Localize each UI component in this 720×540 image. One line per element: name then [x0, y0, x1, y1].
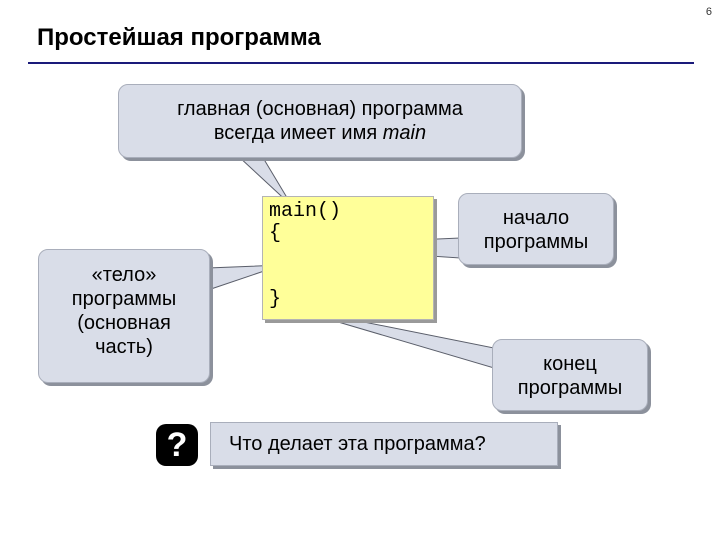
question-box: Что делает эта программа? [210, 422, 558, 466]
program-end-line: программы [517, 377, 623, 399]
program-body-callout: «тело» программы (основная часть) [38, 249, 210, 383]
program-body-line: «тело» [91, 264, 157, 286]
code-line-open-brace: { [269, 222, 282, 245]
program-end-line: конец [543, 353, 597, 375]
page-number: 6 [705, 6, 712, 18]
main-program-callout-line2: всегда имеет имя main [119, 121, 521, 145]
main-program-callout: главная (основная) программа всегда имее… [118, 84, 522, 158]
main-program-callout-name: main [382, 122, 427, 144]
code-line-close-brace: } [269, 288, 282, 311]
main-program-callout-line1: главная (основная) программа [177, 98, 463, 120]
program-body-line: (основная [77, 312, 171, 334]
page-title: Простейшая программа [37, 24, 321, 51]
program-end-callout: конец программы [492, 339, 648, 411]
program-body-line: часть) [95, 336, 153, 358]
question-mark-icon: ? [156, 424, 198, 466]
program-start-line: программы [483, 231, 589, 253]
code-block: main() { } [262, 196, 434, 320]
program-start-line: начало [502, 207, 570, 229]
main-program-callout-prefix: всегда имеет имя [213, 122, 383, 144]
title-divider [28, 62, 694, 64]
program-start-callout: начало программы [458, 193, 614, 265]
program-body-line: программы [71, 288, 177, 310]
code-line-main: main() [269, 200, 342, 223]
